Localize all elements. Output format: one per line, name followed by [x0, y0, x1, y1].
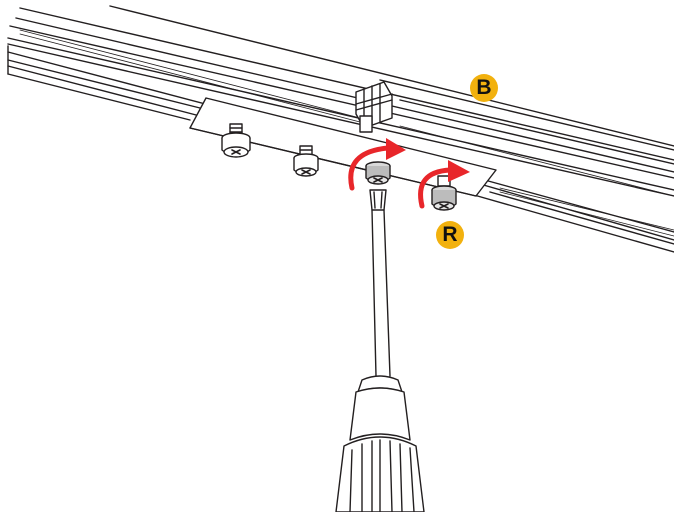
- callout-b-label: B: [470, 74, 498, 102]
- screw-2: [293, 145, 319, 177]
- screw-4: [431, 175, 457, 211]
- screw-1: [221, 123, 251, 158]
- screwdriver: [335, 189, 425, 512]
- screw-3: [365, 161, 391, 185]
- curved-arrow-icon: [348, 138, 406, 191]
- track-rail: [7, 5, 674, 253]
- curved-arrow-icon: [418, 160, 470, 209]
- callout-r-label: R: [436, 221, 464, 249]
- rail-connector: [355, 81, 393, 133]
